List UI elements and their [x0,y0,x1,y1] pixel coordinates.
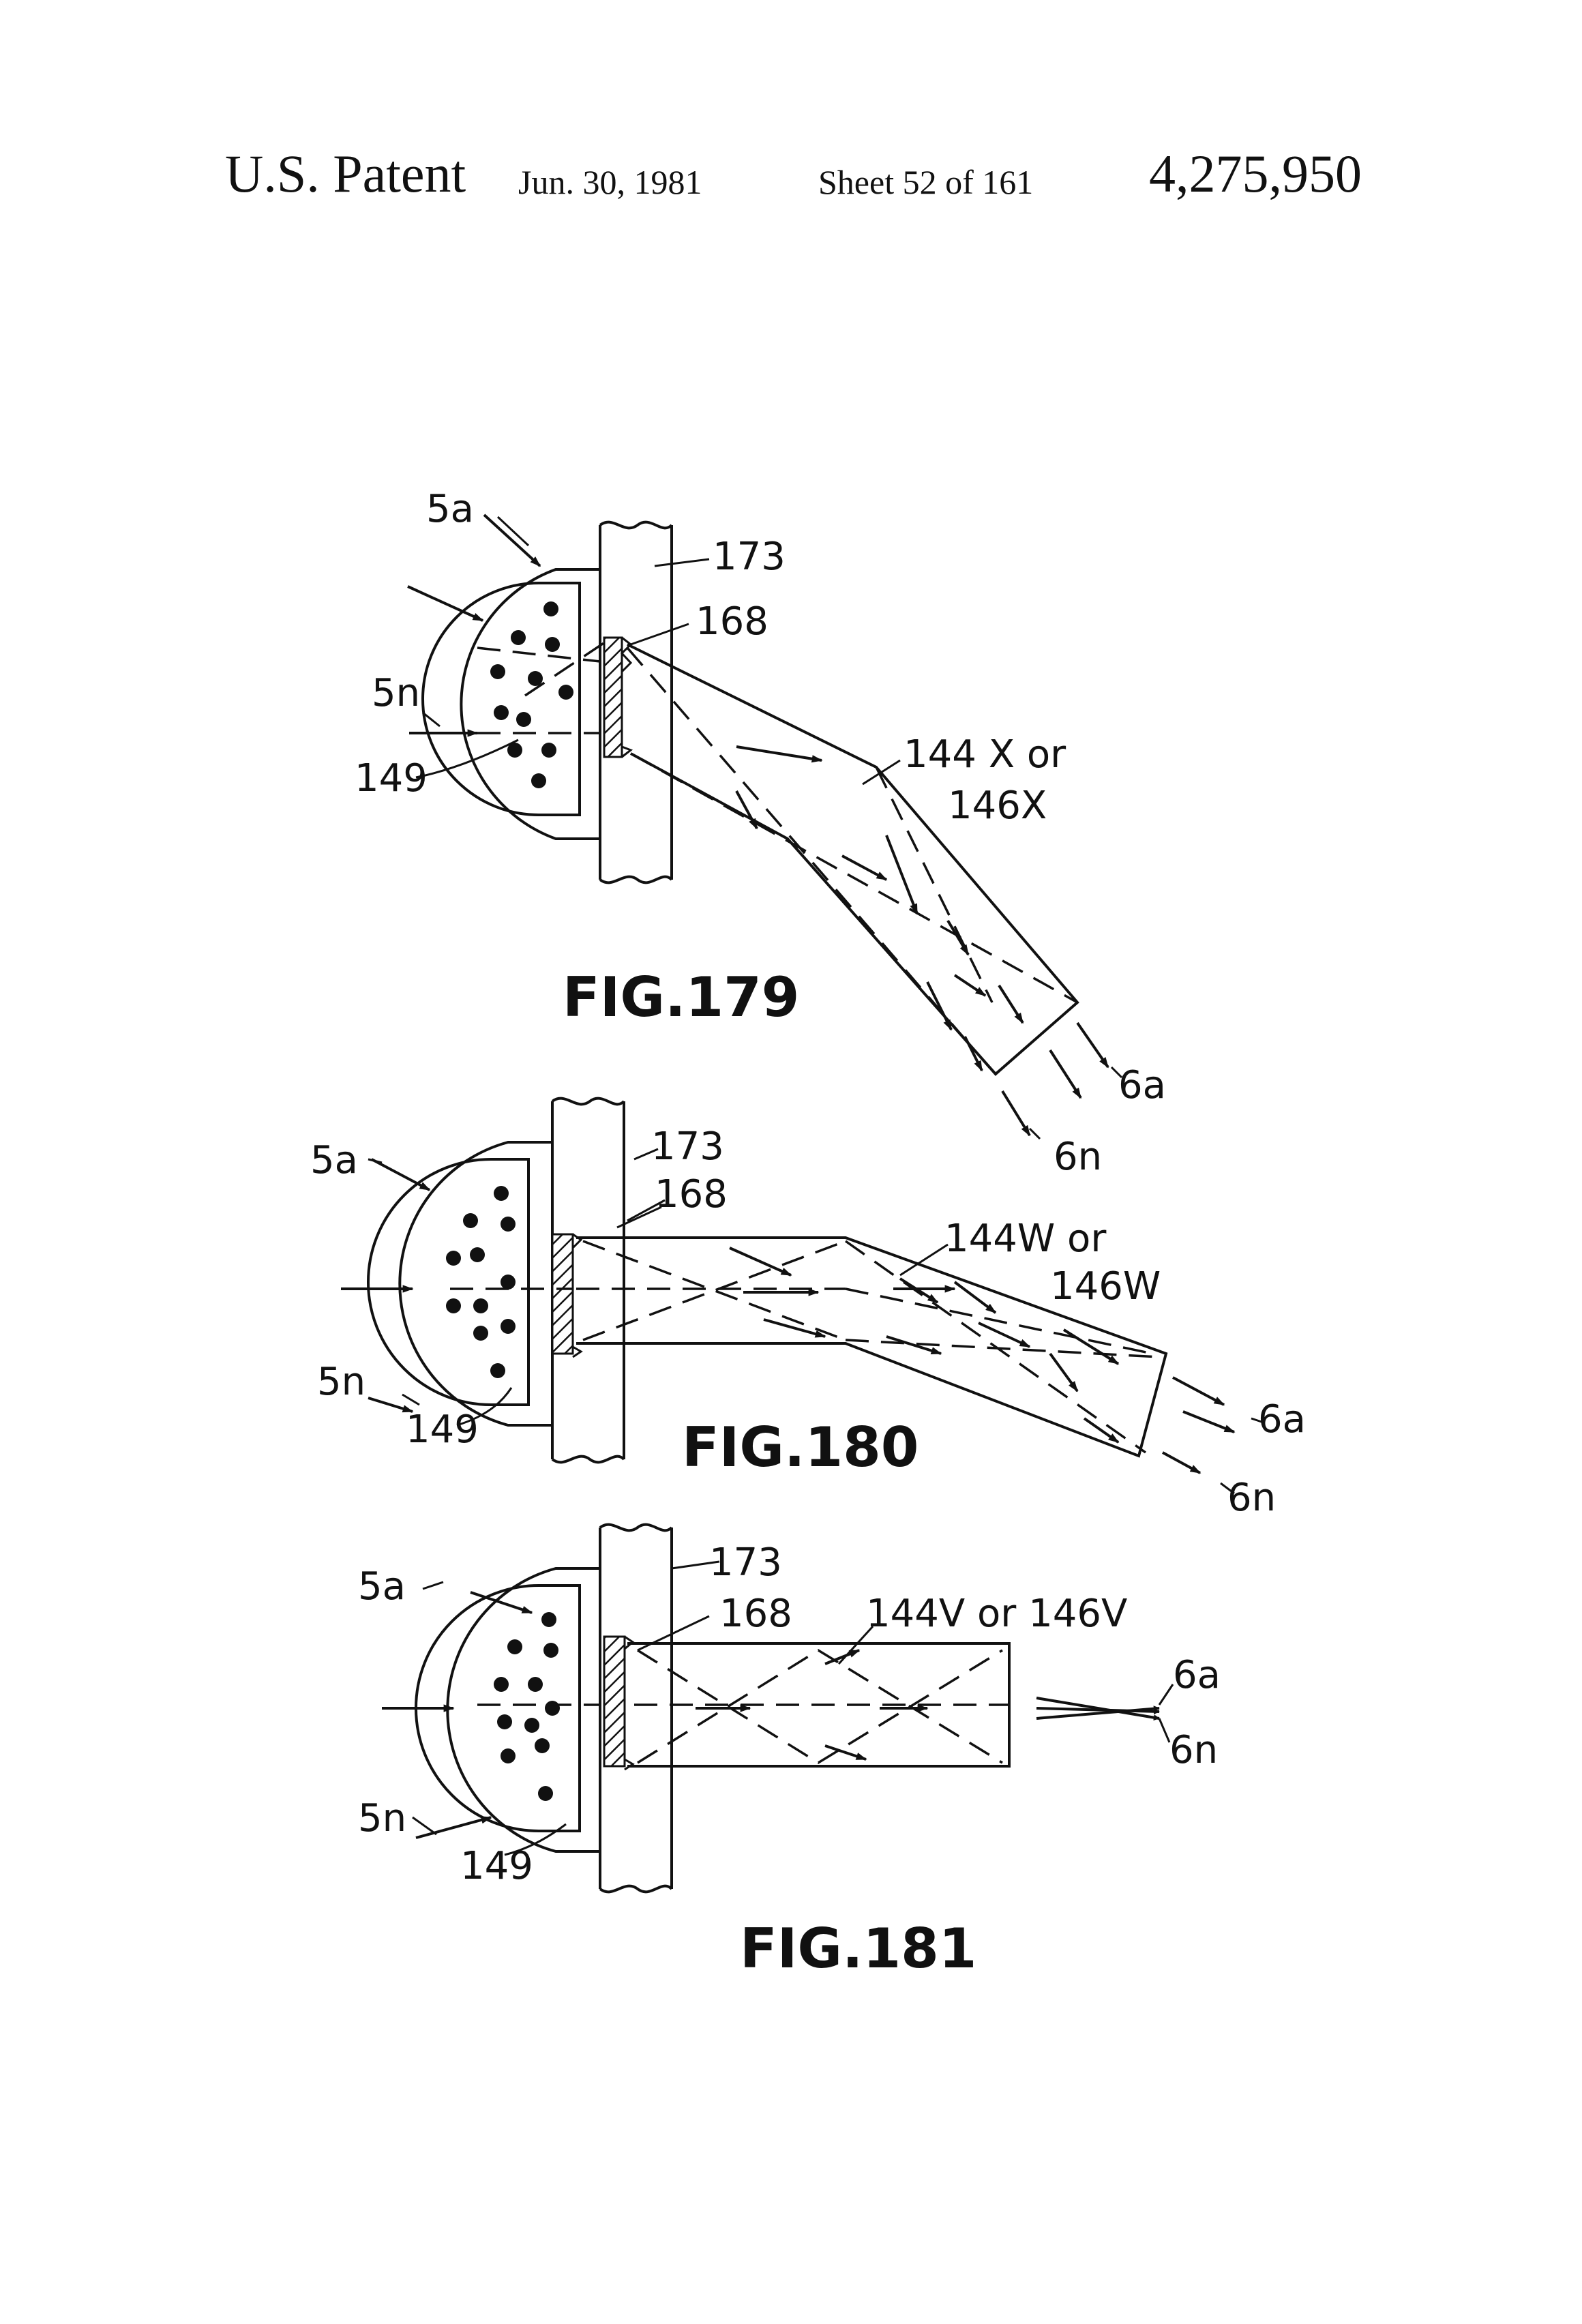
label-5a: 5a [426,487,474,531]
figure-179: 5a 173 168 5n 149 144 X or 146X 6a 6n FI… [355,487,1166,1179]
label-guide-line1: 144 X or [904,732,1066,777]
screen-168 [552,1234,573,1354]
screen-168 [604,638,622,757]
label-6n: 6n [1054,1135,1102,1179]
label-173: 173 [713,535,786,579]
label-6a: 6a [1258,1397,1306,1442]
particles-149 [494,1612,560,1801]
label-6n: 6n [1227,1476,1276,1520]
label-5n: 5n [358,1796,406,1841]
label-guide-line2: 146X [948,784,1047,828]
label-149: 149 [460,1844,533,1888]
label-173: 173 [651,1124,724,1169]
label-168: 168 [696,599,768,644]
label-168: 168 [655,1172,728,1217]
figure-181: 5a 173 168 5n 149 144V or 146V 6a 6n FIG… [358,1525,1221,1980]
label-5n: 5n [372,671,420,715]
particles-149 [446,1186,516,1378]
particles-149 [490,601,573,788]
label-6a: 6a [1118,1063,1166,1107]
label-5a: 5a [310,1138,358,1182]
figure-caption: FIG.179 [563,966,799,1029]
figure-caption: FIG.180 [682,1416,919,1479]
figure-180: 5a 173 168 5n 149 144W or 146W 6a 6n FIG… [310,1099,1306,1520]
label-5n: 5n [317,1360,365,1404]
screen-168 [604,1637,625,1766]
label-guide-line2: 146W [1050,1264,1161,1309]
figure-caption: FIG.181 [740,1917,976,1980]
label-168: 168 [719,1592,792,1636]
label-6n: 6n [1169,1728,1218,1772]
label-guide-line1: 144V or 146V [866,1592,1127,1636]
label-guide-line1: 144W or [944,1217,1107,1261]
label-6a: 6a [1173,1653,1221,1697]
label-149: 149 [355,756,428,801]
label-173: 173 [709,1540,782,1585]
label-149: 149 [406,1407,479,1452]
label-5a: 5a [358,1564,406,1609]
inner-chamber [423,583,580,815]
